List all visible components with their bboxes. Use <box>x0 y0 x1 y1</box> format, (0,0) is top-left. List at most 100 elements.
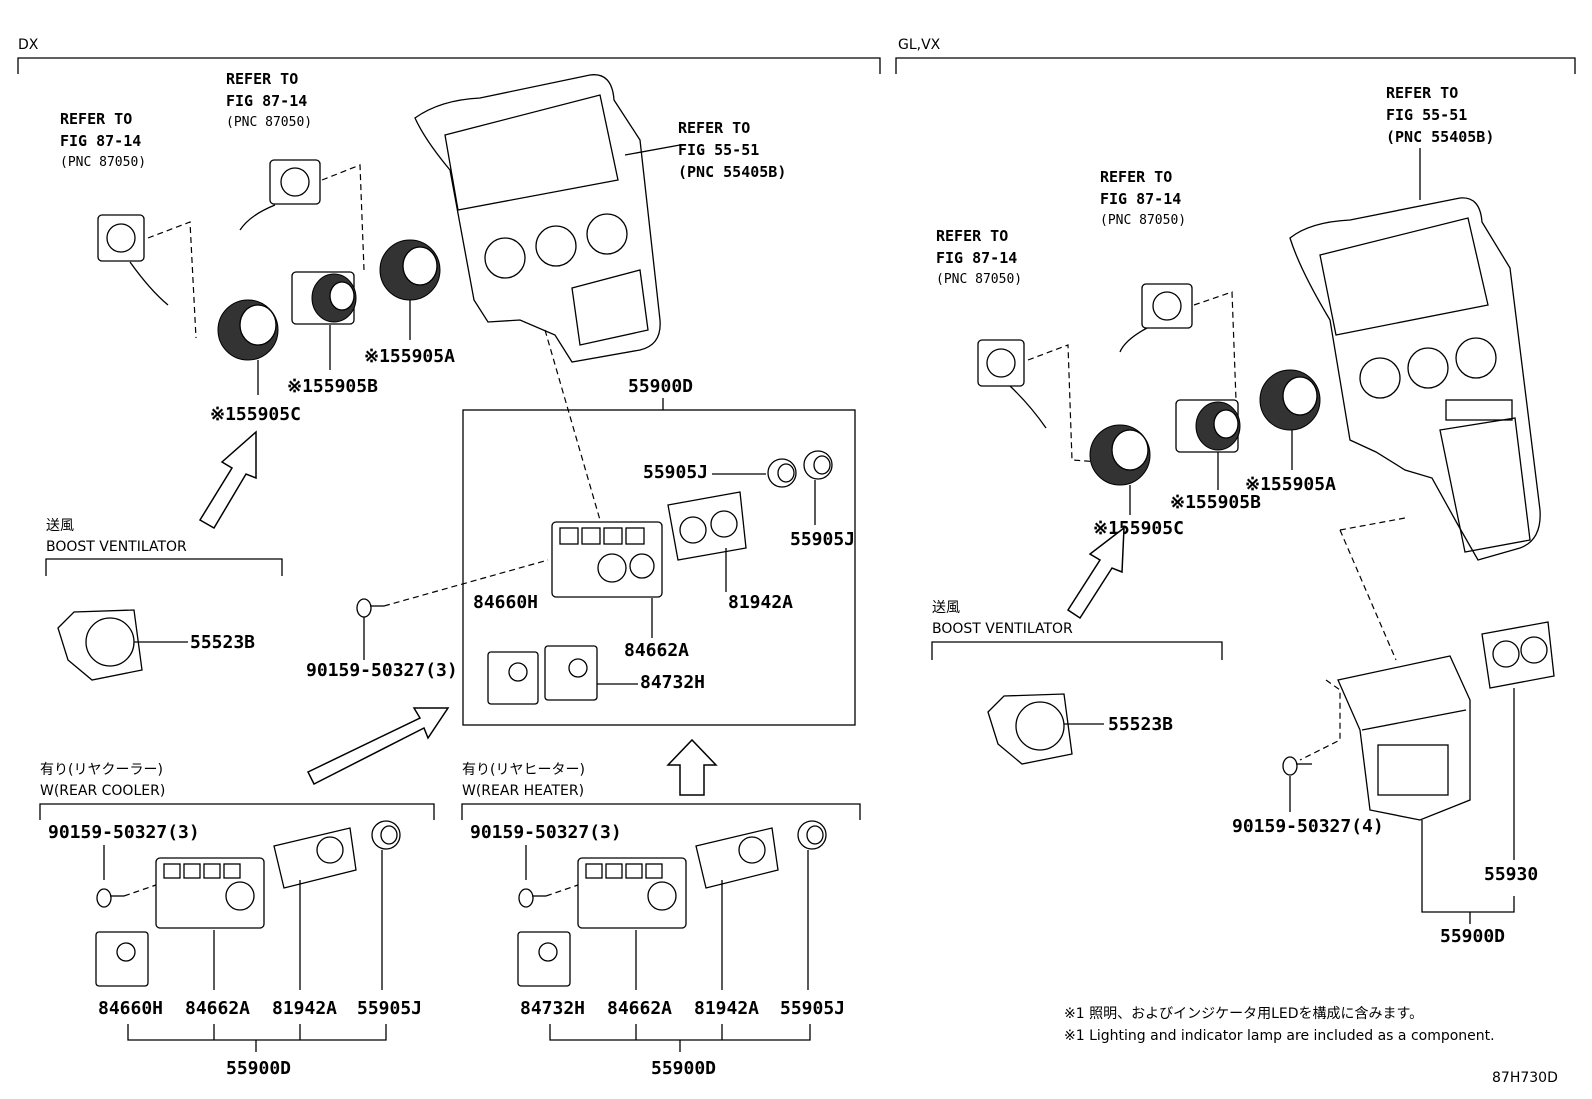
dx-boost-en: BOOST VENTILATOR <box>46 539 187 555</box>
dx-cap-55905J-b <box>803 450 833 525</box>
dx-switch-84732H <box>544 645 638 701</box>
svg-text:REFER TO: REFER TO <box>936 227 1008 245</box>
dx-label-81942A: 81942A <box>728 592 793 613</box>
dx-switch-module-b <box>239 159 365 271</box>
rear-heater-label-2: 81942A <box>694 998 759 1019</box>
gl-label-55523B: 55523B <box>1108 714 1173 735</box>
dx-label-55905A: ※155905A <box>364 346 455 367</box>
dx-label-55905J-right: 55905J <box>790 529 855 550</box>
dx-label-55905B: ※155905B <box>287 376 378 397</box>
gl-label-55905C: ※155905C <box>1093 518 1184 539</box>
gl-boost-ventilator-unit <box>987 693 1104 765</box>
arrow-up-rear-heater <box>666 738 718 796</box>
svg-text:(PNC 55405B): (PNC 55405B) <box>1386 128 1494 146</box>
dx-label-84662A: 84662A <box>624 640 689 661</box>
gl-boost-jp: 送風 <box>932 600 960 616</box>
note-jp: ※1 照明、およびインジケータ用LEDを構成に含みます。 <box>1064 1006 1423 1022</box>
dx-refer-panel: REFER TO FIG 55-51 (PNC 55405B) <box>678 119 786 181</box>
arrow-up-rear-cooler <box>306 707 450 786</box>
section-glvx-bracket <box>895 57 1576 74</box>
rear-cooler-label-3: 55905J <box>357 998 422 1019</box>
rear-heater-label-1: 84662A <box>607 998 672 1019</box>
dx-boost-ventilator-unit <box>57 609 188 681</box>
svg-text:REFER TO: REFER TO <box>226 70 298 88</box>
dx-label-55905J-top: 55905J <box>643 462 708 483</box>
dx-switch-84660H <box>487 651 539 705</box>
gl-switch-module-a <box>977 339 1101 463</box>
rear-heater-en: W(REAR HEATER) <box>462 783 584 799</box>
dx-bezel-81942A <box>667 491 747 592</box>
svg-text:FIG 87-14: FIG 87-14 <box>60 132 141 150</box>
rear-cooler-screw-label: 90159-50327(3) <box>48 822 200 843</box>
dx-label-55905C: ※155905C <box>210 404 301 425</box>
gl-label-55905A: ※155905A <box>1245 474 1336 495</box>
dx-refer-knob-b: REFER TO FIG 87-14 (PNC 87050) <box>226 70 312 130</box>
dx-knob-55905C <box>217 299 279 395</box>
dx-refer-knob-a: REFER TO FIG 87-14 (PNC 87050) <box>60 110 146 170</box>
gl-climate-assembly <box>1282 517 1555 924</box>
svg-text:(PNC 87050): (PNC 87050) <box>936 272 1022 287</box>
gl-refer-knob-b: REFER TO FIG 87-14 (PNC 87050) <box>1100 168 1186 228</box>
svg-text:FIG 55-51: FIG 55-51 <box>1386 106 1467 124</box>
svg-text:REFER TO: REFER TO <box>678 119 750 137</box>
rear-heater-label-0: 84732H <box>520 998 585 1019</box>
svg-text:(PNC 55405B): (PNC 55405B) <box>678 163 786 181</box>
svg-text:(PNC 87050): (PNC 87050) <box>60 155 146 170</box>
gl-arrow-up-boost <box>1066 526 1125 620</box>
gl-refer-panel: REFER TO FIG 55-51 (PNC 55405B) <box>1386 84 1494 146</box>
svg-text:REFER TO: REFER TO <box>1100 168 1172 186</box>
dx-label-55900D: 55900D <box>628 376 693 397</box>
gl-label-55900D: 55900D <box>1440 926 1505 947</box>
rear-heater-jp: 有り(リヤヒーター) <box>462 762 585 778</box>
rear-heater-screw-label: 90159-50327(3) <box>470 822 622 843</box>
rear-heater-parts <box>517 820 827 990</box>
section-glvx-label: GL,VX <box>898 37 941 53</box>
svg-text:REFER TO: REFER TO <box>60 110 132 128</box>
dx-switch-module-a <box>97 214 197 339</box>
svg-text:(PNC 87050): (PNC 87050) <box>226 115 312 130</box>
gl-center-panel <box>1289 148 1541 561</box>
section-dx-label: DX <box>18 37 39 53</box>
dx-label-55523B: 55523B <box>190 632 255 653</box>
rear-heater-label-3: 55905J <box>780 998 845 1019</box>
rear-cooler-jp: 有り(リヤクーラー) <box>40 762 163 778</box>
dx-panel-leader <box>544 329 601 521</box>
dx-group-box <box>462 409 856 726</box>
dx-knob-55905B <box>291 271 357 370</box>
svg-text:FIG 87-14: FIG 87-14 <box>226 92 307 110</box>
rear-heater-group-label: 55900D <box>651 1058 716 1079</box>
dx-cap-55905J-a <box>767 458 797 488</box>
gl-label-55930: 55930 <box>1484 864 1538 885</box>
svg-text:REFER TO: REFER TO <box>1386 84 1458 102</box>
dx-label-90159: 90159-50327(3) <box>306 660 458 681</box>
gl-label-90159: 90159-50327(4) <box>1232 816 1384 837</box>
note-en: ※1 Lighting and indicator lamp are inclu… <box>1064 1028 1495 1044</box>
svg-text:(PNC 87050): (PNC 87050) <box>1100 213 1186 228</box>
dx-knob-55905A <box>379 239 441 340</box>
dx-screw <box>356 559 549 660</box>
gl-refer-knob-a: REFER TO FIG 87-14 (PNC 87050) <box>936 227 1022 287</box>
arrow-up-boost <box>198 430 257 530</box>
rear-cooler-group-label: 55900D <box>226 1058 291 1079</box>
gl-knob-55905C <box>1089 424 1151 515</box>
rear-cooler-label-1: 84662A <box>185 998 250 1019</box>
gl-knob-55905A <box>1259 369 1321 470</box>
gl-boost-en: BOOST VENTILATOR <box>932 621 1073 637</box>
rear-cooler-label-0: 84660H <box>98 998 163 1019</box>
section-dx-bracket <box>17 57 881 74</box>
gl-switch-module-b <box>1119 283 1237 401</box>
dx-center-panel <box>414 74 681 363</box>
dx-label-84660H: 84660H <box>473 592 538 613</box>
dx-control-unit <box>551 521 663 598</box>
gl-label-55905B: ※155905B <box>1170 492 1261 513</box>
figure-code: 87H730D <box>1492 1070 1558 1086</box>
dx-boost-jp: 送風 <box>46 518 74 534</box>
gl-knob-55905B <box>1175 399 1241 490</box>
dx-label-84732H: 84732H <box>640 672 705 693</box>
rear-cooler-label-2: 81942A <box>272 998 337 1019</box>
svg-text:FIG 87-14: FIG 87-14 <box>1100 190 1181 208</box>
rear-cooler-parts <box>95 820 401 990</box>
rear-cooler-en: W(REAR COOLER) <box>40 783 165 799</box>
svg-text:FIG 55-51: FIG 55-51 <box>678 141 759 159</box>
